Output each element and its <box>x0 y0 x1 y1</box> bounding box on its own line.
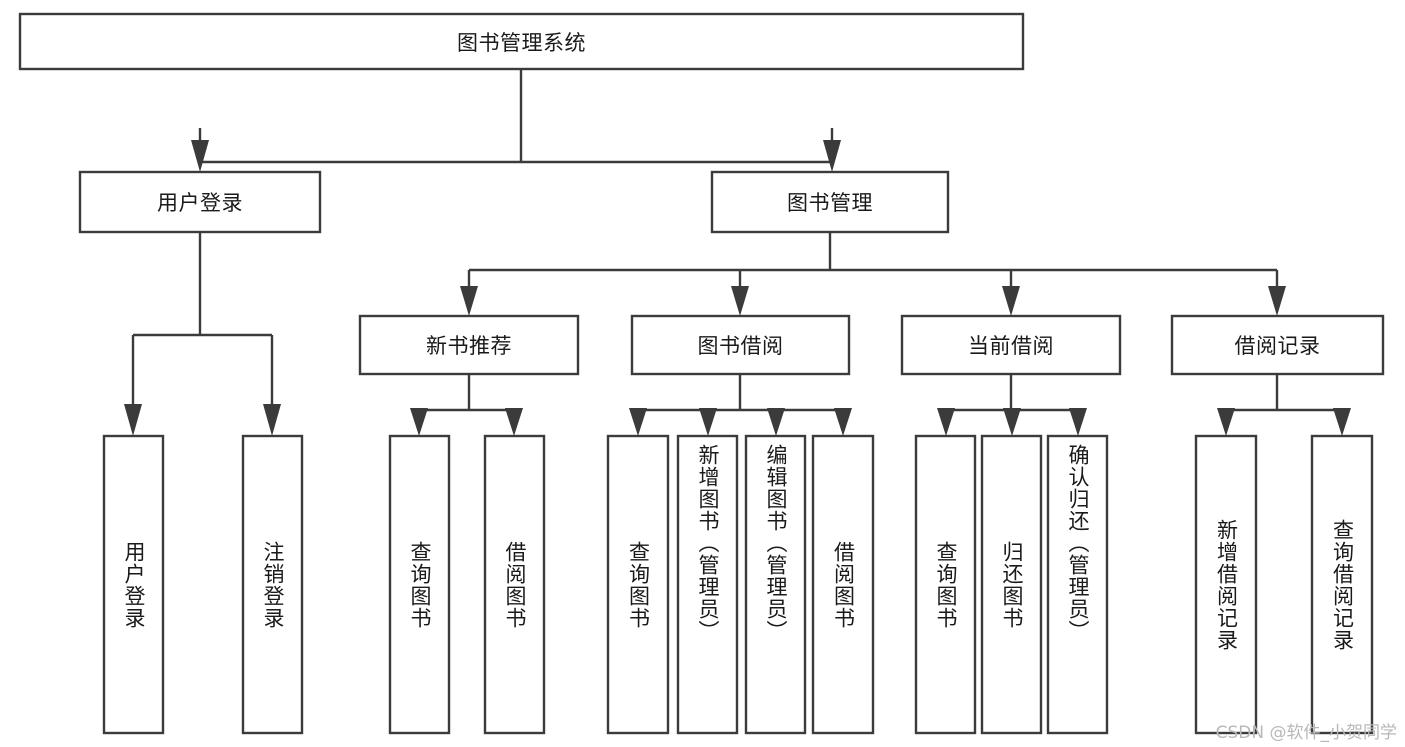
node-box-leaf-borrow-record-0[interactable] <box>1194 434 1258 735</box>
node-box-new-book-recommend[interactable] <box>358 314 580 376</box>
arrow-head-leaf-current-borrow-1 <box>1003 408 1021 436</box>
arrow-head-leaf-book-borrow-2 <box>767 408 785 436</box>
arrow-head-leaf-current-borrow-0 <box>937 408 955 436</box>
arrow-head-leaf-user-login-1 <box>263 404 281 436</box>
connector-book-borrow-children <box>629 374 852 436</box>
connector-new-book-children <box>410 374 523 436</box>
node-box-user-login[interactable] <box>78 170 322 234</box>
arrow-head-leaf-borrow-record-1 <box>1333 408 1351 436</box>
arrow-head-leaf-current-borrow-2 <box>1069 408 1087 436</box>
arrow-head-leaf-book-borrow-0 <box>629 408 647 436</box>
connector-borrow-record-children <box>1217 374 1351 436</box>
node-box-book-borrow[interactable] <box>630 314 851 376</box>
arrow-head-new-book-recommend <box>460 286 478 316</box>
node-box-leaf-book-borrow-0[interactable] <box>606 434 670 735</box>
arrow-head-leaf-user-login-0 <box>124 404 142 436</box>
node-box-leaf-current-borrow-1[interactable] <box>980 434 1043 735</box>
arrow-head-leaf-book-borrow-1 <box>699 408 717 436</box>
node-box-current-borrow[interactable] <box>900 314 1122 376</box>
node-box-book-management[interactable] <box>710 170 950 234</box>
connector-user-login-children <box>124 232 281 436</box>
node-box-leaf-book-borrow-3[interactable] <box>811 434 875 735</box>
node-box-root[interactable] <box>18 12 1025 71</box>
connector-root-legs <box>198 143 834 162</box>
arrow-head-leaf-borrow-record-0 <box>1217 408 1235 436</box>
node-box-leaf-current-borrow-0[interactable] <box>914 434 977 735</box>
arrow-head-book-borrow <box>731 286 749 316</box>
arrow-head-leaf-new-book-0 <box>410 408 428 436</box>
node-box-leaf-borrow-record-1[interactable] <box>1310 434 1374 735</box>
node-box-leaf-user-login-0[interactable] <box>102 434 165 735</box>
node-box-leaf-new-book-0[interactable] <box>388 434 451 735</box>
arrow-head-leaf-new-book-1 <box>505 408 523 436</box>
arrow-head-leaf-book-borrow-3 <box>834 408 852 436</box>
node-box-leaf-current-borrow-2[interactable] <box>1046 434 1109 735</box>
connector-book-management-children <box>460 232 1286 316</box>
node-box-leaf-new-book-1[interactable] <box>483 434 546 735</box>
connector-root-to-level2 <box>191 69 841 172</box>
node-box-borrow-record[interactable] <box>1170 314 1385 376</box>
connector-current-borrow-children <box>937 374 1087 436</box>
arrow-head-current-borrow <box>1002 286 1020 316</box>
node-box-leaf-book-borrow-2[interactable] <box>744 434 807 735</box>
node-box-leaf-user-login-1[interactable] <box>241 434 304 735</box>
arrow-head-borrow-record <box>1268 286 1286 316</box>
node-box-leaf-book-borrow-1[interactable] <box>676 434 739 735</box>
